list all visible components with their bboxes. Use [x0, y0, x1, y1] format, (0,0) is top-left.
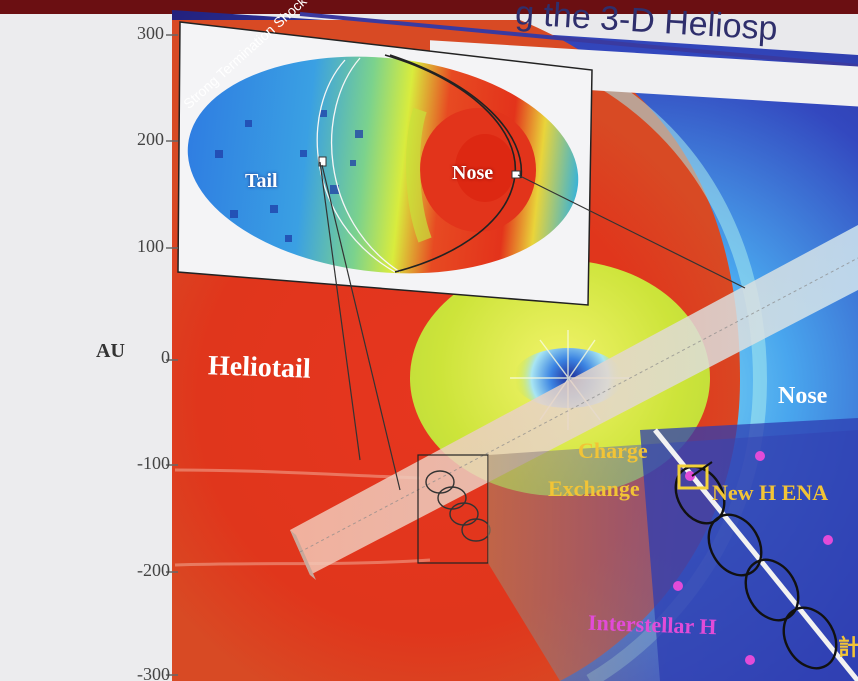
heliotail-label: Heliotail [207, 350, 312, 385]
axis-tick-neg100: -100 [137, 453, 170, 473]
axis-tick-300: 300 [137, 23, 164, 43]
nose-label: Nose [778, 383, 828, 409]
axis-tick-200: 200 [137, 129, 164, 149]
axis-tick-0: 0 [161, 347, 170, 367]
top-bar [0, 0, 858, 14]
side-glyph: 計 [838, 635, 858, 660]
interstellar-h-label: Interstellar H [587, 609, 717, 640]
charge-exchange-label-line1: Charge [578, 438, 648, 463]
charge-exchange-label-line2: Exchange [548, 476, 640, 501]
axis-tick-neg200: -200 [137, 560, 170, 580]
inset-nose-label: Nose [452, 162, 494, 184]
inset-tail-label: Tail [245, 170, 278, 192]
new-h-ena-label: New H ENA [712, 480, 829, 505]
axis-label-au: AU [96, 340, 125, 362]
axis-tick-100: 100 [137, 236, 164, 256]
axis-tick-neg300: -300 [137, 664, 170, 681]
